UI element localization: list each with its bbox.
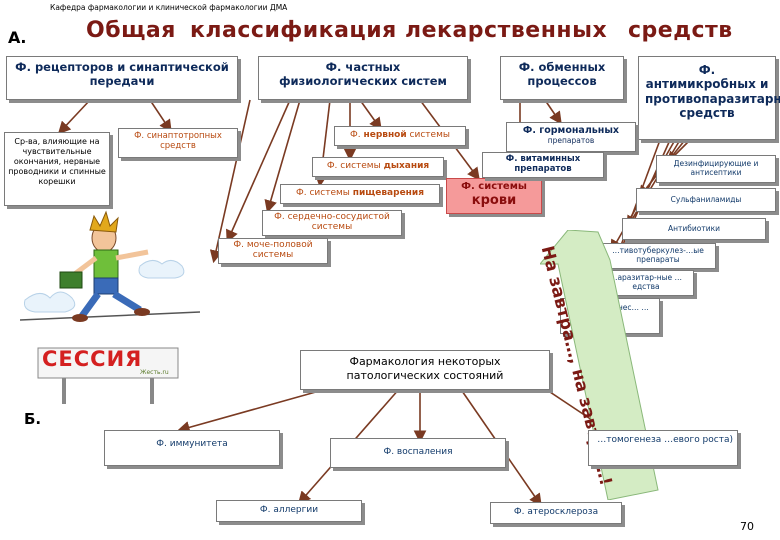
section-a-label: А.: [8, 28, 27, 47]
nervous-system-label-c: системы: [409, 130, 450, 140]
respiratory-system-box: Ф. системы дыхания: [312, 157, 444, 177]
nervous-system-box: Ф. нервной системы: [334, 126, 466, 146]
cardio-system-box: Ф. сердечно-сосудистой системы: [262, 210, 402, 236]
nervous-system-label-a: Ф.: [350, 130, 361, 140]
blood-label-b: крови: [471, 193, 517, 208]
allergy-box: Ф. аллергии: [216, 500, 362, 522]
atherosclerosis-box: Ф. атеросклероза: [490, 502, 622, 524]
digestive-label-a: Ф. системы: [296, 188, 350, 198]
urogenital-system-box: Ф. моче-половой системы: [218, 238, 328, 264]
title-word-3: лекарственных: [405, 18, 608, 43]
nerve-endings-box: Ср-ва, влияющие на чувствительные оконча…: [4, 132, 110, 206]
student-tightrope-illustration: [20, 210, 200, 404]
synaptotropic-box: Ф. синаптотропных средств: [118, 128, 238, 158]
hormonal-box: Ф. гормональных препаратов: [506, 122, 636, 152]
blood-label-a: Ф. системы: [461, 181, 527, 192]
section-b-label: Б.: [24, 410, 42, 428]
session-sign-text: СЕССИЯ: [42, 347, 143, 371]
title-word-4: средств: [628, 18, 733, 43]
sign-logo: Жесть.ru: [140, 369, 169, 376]
department-header: Кафедра фармакологии и клинической фарма…: [50, 3, 288, 12]
digestive-system-box: Ф. системы пищеварения: [280, 184, 440, 204]
title-word-1: Общая: [86, 18, 176, 43]
receptors-box: Ф. рецепторов и синаптической передачи: [6, 56, 238, 100]
digestive-label-b: пищеварения: [352, 188, 424, 198]
inflammation-box: Ф. воспаления: [330, 438, 506, 468]
antituberculosis-box: …тивотуберкулез-…ые препараты: [600, 243, 716, 269]
respiratory-label-a: Ф. системы: [326, 161, 381, 171]
respiratory-label-b: дыхания: [383, 161, 430, 171]
title-word-2: классификация: [190, 18, 397, 43]
vitamin-box: Ф. витаминных препаратов: [482, 152, 604, 178]
antibiotics-box: Антибиотики: [622, 218, 766, 240]
hormonal-label-b: препаратов: [547, 136, 595, 146]
hormonal-label-a: Ф. гормональных: [522, 125, 620, 136]
immunity-box: Ф. иммунитета: [104, 430, 280, 466]
sulfonamides-box: Сульфаниламиды: [636, 188, 776, 212]
nervous-system-label-b: нервной: [363, 130, 407, 140]
tumor-box: …томогенеза …евого роста): [588, 430, 738, 466]
systems-box: Ф. частных физиологических систем: [258, 56, 468, 100]
metabolic-box: Ф. обменных процессов: [500, 56, 624, 100]
page-number: 70: [740, 520, 754, 533]
blood-system-box: Ф. системы крови: [446, 178, 542, 214]
pathology-center-box: Фармакология некоторых патологических со…: [300, 350, 550, 390]
antimicrobial-box: Ф. антимикробных и противопаразитарных с…: [638, 56, 780, 140]
disinfectant-box: Дезинфицирующие и антисептики: [656, 155, 776, 183]
